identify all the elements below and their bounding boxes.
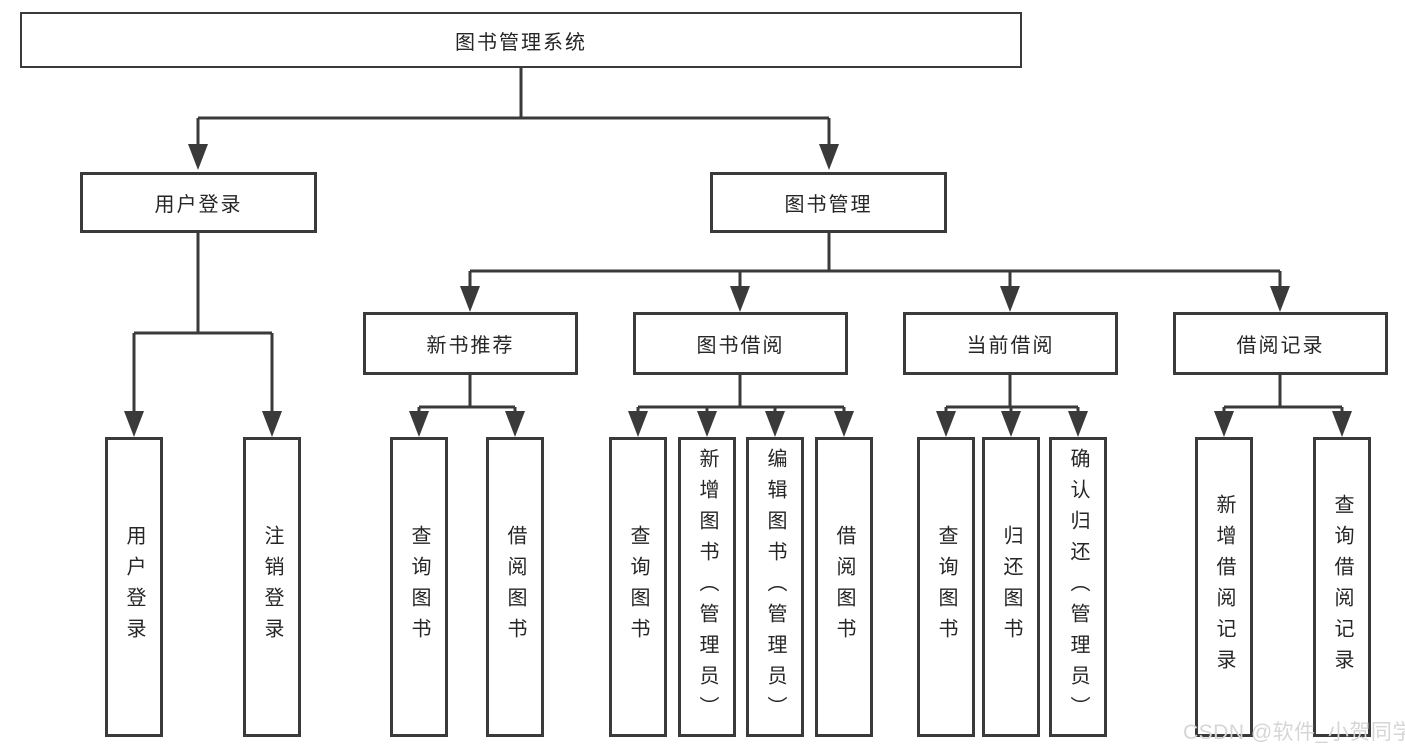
node-rec-borrow-books: 借阅图书 bbox=[486, 437, 544, 737]
node-leaf-logout-label: 注销登录 bbox=[261, 525, 283, 649]
connector-user-login-children bbox=[124, 233, 282, 437]
node-br-query-record-label: 查询借阅记录 bbox=[1331, 494, 1353, 680]
node-rec-query-books-label: 查询图书 bbox=[408, 525, 430, 649]
node-br-add-record-label: 新增借阅记录 bbox=[1213, 494, 1235, 680]
node-bb-add-books-admin-label: 新增图书（管理员） bbox=[696, 447, 718, 727]
node-current-borrowing: 当前借阅 bbox=[903, 312, 1118, 375]
connector-current-borrow-children bbox=[936, 375, 1088, 437]
node-br-add-record: 新增借阅记录 bbox=[1195, 437, 1253, 737]
node-cb-return-books-label: 归还图书 bbox=[1000, 525, 1022, 649]
node-borrowing-records: 借阅记录 bbox=[1173, 312, 1388, 375]
node-bb-query-books: 查询图书 bbox=[609, 437, 667, 737]
node-book-management: 图书管理 bbox=[710, 172, 947, 233]
node-cb-query-books: 查询图书 bbox=[917, 437, 975, 737]
csdn-watermark: CSDN @软件_小贺同学 bbox=[1183, 721, 1405, 744]
node-cb-confirm-return-admin-label: 确认归还（管理员） bbox=[1067, 447, 1089, 727]
node-new-book-recommendation-label: 新书推荐 bbox=[426, 335, 515, 357]
connector-root-to-level2 bbox=[188, 66, 839, 170]
node-library-management-system: 图书管理系统 bbox=[20, 12, 1022, 68]
node-leaf-user-login-label: 用户登录 bbox=[123, 525, 145, 649]
node-bb-borrow-books: 借阅图书 bbox=[815, 437, 873, 737]
node-borrowing-records-label: 借阅记录 bbox=[1236, 335, 1325, 357]
node-rec-borrow-books-label: 借阅图书 bbox=[504, 525, 526, 649]
connector-new-book-rec-children bbox=[409, 375, 525, 437]
node-book-borrowing: 图书借阅 bbox=[633, 312, 848, 375]
node-book-management-label: 图书管理 bbox=[784, 194, 873, 216]
node-br-query-record: 查询借阅记录 bbox=[1313, 437, 1371, 737]
node-book-borrowing-label: 图书借阅 bbox=[696, 335, 785, 357]
connector-borrow-records-children bbox=[1214, 375, 1352, 437]
node-leaf-logout: 注销登录 bbox=[243, 437, 301, 737]
node-current-borrowing-label: 当前借阅 bbox=[966, 335, 1055, 357]
node-cb-confirm-return-admin: 确认归还（管理员） bbox=[1049, 437, 1107, 737]
node-bb-query-books-label: 查询图书 bbox=[627, 525, 649, 649]
connector-book-borrow-children bbox=[628, 375, 854, 437]
node-new-book-recommendation: 新书推荐 bbox=[363, 312, 578, 375]
node-bb-edit-books-admin: 编辑图书（管理员） bbox=[746, 437, 804, 737]
node-user-login-label: 用户登录 bbox=[154, 194, 243, 216]
node-library-management-system-label: 图书管理系统 bbox=[455, 31, 587, 54]
node-user-login: 用户登录 bbox=[80, 172, 317, 233]
node-bb-add-books-admin: 新增图书（管理员） bbox=[678, 437, 736, 737]
node-bb-borrow-books-label: 借阅图书 bbox=[833, 525, 855, 649]
connector-book-mgmt-to-level3 bbox=[460, 233, 1290, 312]
node-cb-query-books-label: 查询图书 bbox=[935, 525, 957, 649]
node-rec-query-books: 查询图书 bbox=[390, 437, 448, 737]
node-leaf-user-login: 用户登录 bbox=[105, 437, 163, 737]
node-bb-edit-books-admin-label: 编辑图书（管理员） bbox=[764, 447, 786, 727]
node-cb-return-books: 归还图书 bbox=[982, 437, 1040, 737]
